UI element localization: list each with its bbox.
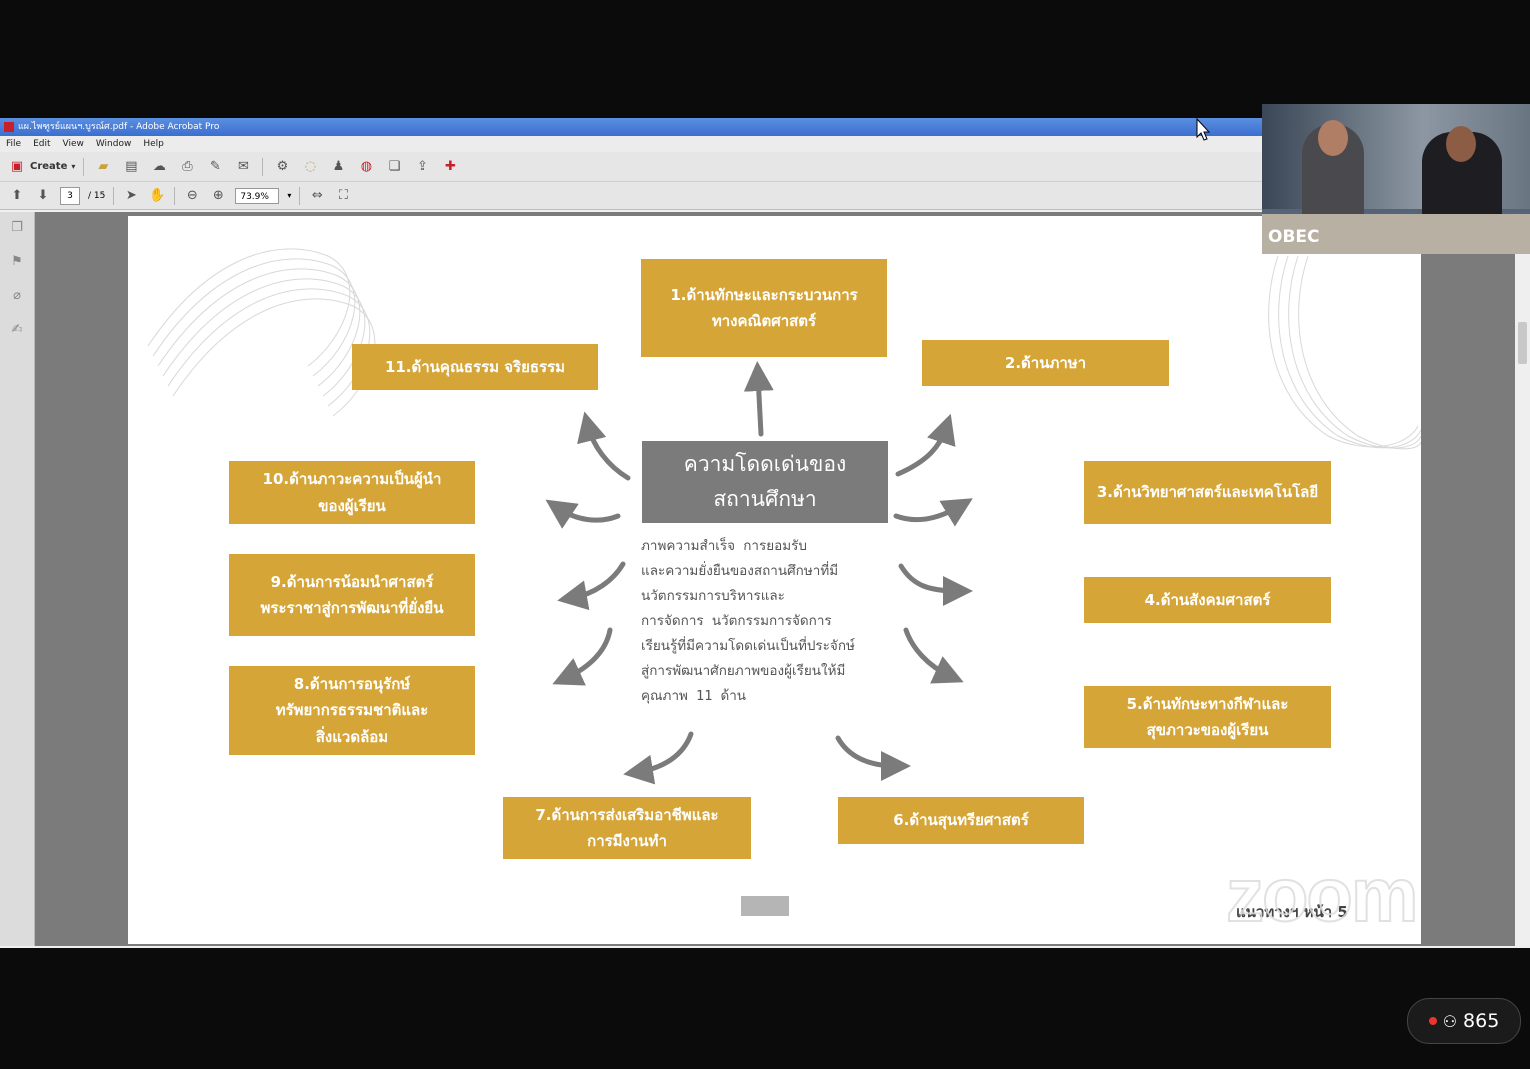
vertical-scrollbar[interactable] bbox=[1515, 212, 1530, 946]
arrow-to-7 bbox=[623, 731, 694, 785]
page-up-icon[interactable]: ⬆ bbox=[11, 188, 23, 203]
center-title-line2: สถานศึกษา bbox=[713, 487, 817, 511]
page-footer-label: แนวทางฯ หน้า 5 bbox=[1236, 903, 1348, 921]
participant-count-button[interactable]: ⚇ 865 bbox=[1407, 998, 1521, 1044]
toolbar-divider bbox=[299, 186, 301, 205]
pdf-page: 1.ด้านทักษะและกระบวนการ ทางคณิตศาสตร์ 2.… bbox=[128, 216, 1421, 944]
arrow-to-4 bbox=[898, 563, 973, 606]
aspect-box-10: 10.ด้านภาวะความเป็นผู้นำ ของผู้เรียน bbox=[229, 461, 475, 524]
aspect-box-4: 4.ด้านสังคมศาสตร์ bbox=[1084, 577, 1331, 623]
menu-help[interactable]: Help bbox=[143, 139, 164, 149]
arrow-to-9 bbox=[557, 561, 626, 611]
aspect-box-7: 7.ด้านการส่งเสริมอาชีพและ การมีงานทำ bbox=[503, 797, 751, 859]
title-bar: แผ.ไพฑูรย์แผนฯ.บูรณ์ศ.pdf - Adobe Acroba… bbox=[0, 118, 1262, 136]
chevron-down-icon: ▾ bbox=[71, 162, 76, 171]
menu-bar: File Edit View Window Help bbox=[0, 136, 1262, 152]
navigation-toolbar: ⬆ ⬇ 3 / 15 ➤ ✋ ⊖ ⊕ 73.9% ▾ ⇔ ⛶ bbox=[0, 182, 1262, 210]
speaker-person-1 bbox=[1302, 120, 1364, 224]
arrow-to-1 bbox=[743, 361, 774, 437]
speaker-2-head bbox=[1446, 126, 1476, 162]
toolbar-divider bbox=[262, 157, 264, 176]
stamp-icon[interactable]: ♟ bbox=[332, 159, 345, 174]
menu-file[interactable]: File bbox=[6, 139, 22, 149]
page-thumbnails-icon[interactable]: ❐ bbox=[11, 220, 23, 235]
page-total: / 15 bbox=[88, 190, 106, 201]
scroll-thumb[interactable] bbox=[1518, 322, 1527, 364]
select-cursor-icon[interactable]: ➤ bbox=[125, 188, 137, 203]
decorative-lines-right bbox=[1268, 255, 1421, 450]
attachment-icon[interactable]: ⌀ bbox=[13, 288, 21, 303]
sign-icon[interactable]: ❏ bbox=[388, 159, 401, 174]
arrow-to-10 bbox=[545, 499, 621, 529]
main-toolbar: ▣ Create ▾ ▰ ▤ ☁ ⎙ ✎ ✉ ⚙ ◌ ♟ ◍ ❏ ⇪ ✚ bbox=[0, 152, 1262, 182]
fit-width-icon[interactable]: ⇔ bbox=[311, 188, 323, 203]
menu-view[interactable]: View bbox=[62, 139, 84, 149]
footer-placeholder bbox=[741, 896, 789, 916]
arrow-to-2 bbox=[895, 413, 956, 477]
window-title: แผ.ไพฑูรย์แผนฯ.บูรณ์ศ.pdf - Adobe Acroba… bbox=[18, 122, 220, 132]
radial-arrows bbox=[545, 361, 973, 785]
bookmark-icon[interactable]: ⚑ bbox=[11, 254, 23, 269]
center-title-line1: ความโดดเด่นของ bbox=[683, 452, 847, 477]
cloud-upload-icon[interactable]: ☁ bbox=[152, 159, 166, 174]
page-number-input[interactable]: 3 bbox=[60, 186, 80, 205]
export-icon[interactable]: ⇪ bbox=[416, 159, 428, 174]
fit-page-icon[interactable]: ⛶ bbox=[338, 188, 348, 203]
secure-icon[interactable]: ◍ bbox=[360, 159, 373, 174]
center-description: ภาพความสำเร็จ การยอมรับ และความยั่งยืนขอ… bbox=[641, 538, 855, 704]
arrow-to-6 bbox=[835, 735, 911, 781]
hand-tool-icon[interactable]: ✋ bbox=[149, 188, 166, 203]
create-pdf-icon: ▣ bbox=[10, 159, 24, 174]
zoom-level-input[interactable]: 73.9% bbox=[235, 187, 280, 204]
center-title-box: ความโดดเด่นของ สถานศึกษา bbox=[642, 441, 888, 523]
edit-icon[interactable]: ✎ bbox=[209, 159, 221, 174]
video-desk bbox=[1262, 214, 1530, 254]
toolbar-divider bbox=[174, 186, 176, 205]
aspect-box-3: 3.ด้านวิทยาศาสตร์และเทคโนโลยี bbox=[1084, 461, 1331, 524]
aspect-box-8: 8.ด้านการอนุรักษ์ ทรัพยากรธรรมชาติและ สิ… bbox=[229, 666, 475, 755]
print-icon[interactable]: ⎙ bbox=[182, 159, 193, 174]
zoom-dropdown-icon[interactable]: ▾ bbox=[287, 191, 292, 200]
aspect-box-6: 6.ด้านสุนทรียศาสตร์ bbox=[838, 797, 1084, 844]
participant-count: 865 bbox=[1463, 1010, 1500, 1032]
arrow-to-3 bbox=[893, 498, 973, 527]
settings-icon[interactable]: ⚙ bbox=[276, 159, 289, 174]
menu-edit[interactable]: Edit bbox=[33, 139, 51, 149]
aspect-box-9: 9.ด้านการน้อมนำศาสตร์ พระราชาสู่การพัฒนา… bbox=[229, 554, 475, 636]
acrobat-icon bbox=[4, 122, 14, 132]
speaker-person-2 bbox=[1422, 126, 1502, 222]
open-folder-icon[interactable]: ▰ bbox=[98, 159, 109, 174]
decorative-lines-left bbox=[147, 248, 376, 417]
arrow-to-11 bbox=[577, 411, 631, 481]
live-dot-icon bbox=[1428, 1017, 1437, 1025]
zoom-in-icon[interactable]: ⊕ bbox=[212, 188, 224, 203]
aspect-box-5: 5.ด้านทักษะทางกีฬาและ สุขภาวะของผู้เรียน bbox=[1084, 686, 1331, 748]
zoom-watermark-logo: zoom bbox=[1225, 852, 1419, 939]
toolbar-divider bbox=[113, 186, 115, 205]
aspect-box-1: 1.ด้านทักษะและกระบวนการ ทางคณิตศาสตร์ bbox=[641, 259, 887, 357]
zoom-out-icon[interactable]: ⊖ bbox=[186, 188, 198, 203]
video-name-label: OBEC bbox=[1268, 227, 1320, 247]
slide-graphics bbox=[147, 248, 1421, 785]
page-down-icon[interactable]: ⬇ bbox=[37, 188, 49, 203]
speaker-video[interactable]: OBEC bbox=[1262, 104, 1530, 254]
person-icon: ⚇ bbox=[1442, 1011, 1458, 1031]
mouse-cursor-icon bbox=[1196, 118, 1211, 141]
arrow-to-8 bbox=[552, 627, 613, 686]
mail-icon[interactable]: ✉ bbox=[237, 159, 249, 174]
arrow-to-5 bbox=[903, 627, 964, 684]
save-icon[interactable]: ▤ bbox=[125, 159, 138, 174]
navigation-pane: ❐ ⚑ ⌀ ✍ bbox=[0, 212, 35, 946]
aspect-box-2: 2.ด้านภาษา bbox=[922, 340, 1169, 386]
aspect-box-11: 11.ด้านคุณธรรม จริยธรรม bbox=[352, 344, 598, 390]
create-button[interactable]: ▣ Create ▾ bbox=[8, 157, 85, 176]
comment-icon[interactable]: ◌ bbox=[304, 159, 317, 174]
speaker-1-head bbox=[1318, 120, 1348, 156]
forms-icon[interactable]: ✚ bbox=[444, 159, 456, 174]
signature-icon[interactable]: ✍ bbox=[11, 322, 23, 337]
menu-window[interactable]: Window bbox=[95, 139, 132, 149]
create-label: Create bbox=[30, 161, 68, 172]
